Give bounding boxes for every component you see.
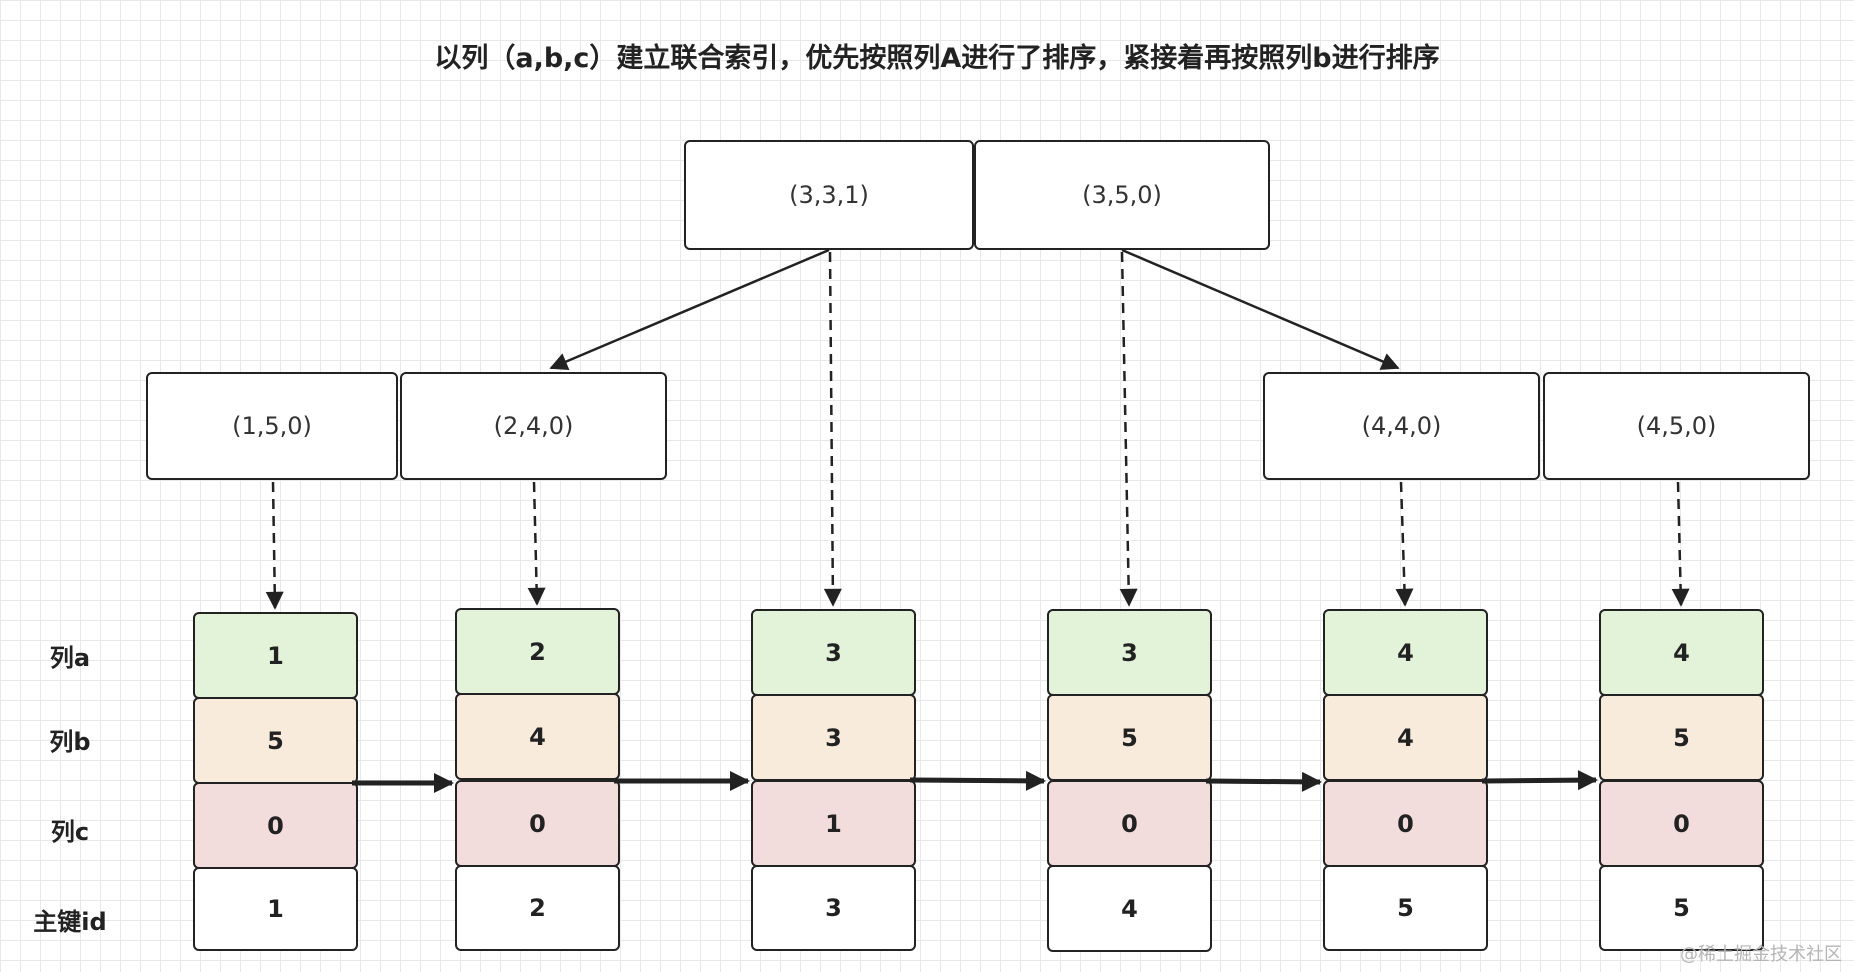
cell-id: 5: [1323, 865, 1488, 951]
dashed-arrow-2: [527, 481, 546, 606]
leaf-key-1: (1,5,0): [146, 372, 398, 480]
cell-c: 0: [193, 782, 358, 869]
dashed-arrow-5: [1395, 481, 1414, 607]
cell-id: 2: [455, 865, 620, 951]
link-arrow-5: [1481, 770, 1598, 791]
cell-a: 2: [455, 608, 620, 695]
leaf-key-4: (4,5,0): [1543, 372, 1810, 480]
cell-id: 4: [1047, 865, 1212, 952]
dashed-arrow-1: [265, 481, 284, 610]
pointer-arrow-left: [549, 248, 830, 370]
root-key-2: (3,5,0): [974, 140, 1270, 250]
cell-b: 4: [1323, 694, 1488, 781]
dashed-arrow-4: [1119, 251, 1138, 607]
cell-id: 1: [193, 867, 358, 951]
root-key-1: (3,3,1): [684, 140, 974, 250]
cell-id: 5: [1599, 865, 1764, 951]
cell-c: 1: [751, 780, 916, 867]
leaf-key-3: (4,4,0): [1263, 372, 1540, 480]
watermark: @稀土掘金技术社区: [1680, 944, 1842, 965]
dashed-arrow-6: [1671, 481, 1690, 607]
row-label-id: 主键id: [33, 908, 107, 936]
row-label-c: 列c: [50, 818, 90, 846]
cell-c: 0: [1599, 780, 1764, 867]
dashed-arrow-3: [823, 251, 842, 607]
cell-c: 0: [1047, 780, 1212, 867]
cell-a: 4: [1599, 609, 1764, 696]
cell-b: 3: [751, 694, 916, 781]
row-label-a: 列a: [49, 644, 91, 672]
cell-c: 0: [455, 780, 620, 867]
leaf-key-2: (2,4,0): [400, 372, 667, 480]
cell-b: 5: [193, 697, 358, 784]
cell-b: 5: [1599, 694, 1764, 781]
cell-b: 4: [455, 693, 620, 780]
cell-a: 1: [193, 612, 358, 699]
row-label-b: 列b: [49, 728, 91, 756]
link-arrow-4: [1205, 771, 1322, 792]
pointer-arrow-right: [1121, 248, 1400, 370]
cell-a: 4: [1323, 609, 1488, 696]
diagram-title: 以列（a,b,c）建立联合索引，优先按照列A进行了排序，紧接着再按照列b进行排序: [434, 43, 1440, 74]
link-arrow-3: [909, 770, 1046, 791]
cell-id: 3: [751, 865, 916, 951]
